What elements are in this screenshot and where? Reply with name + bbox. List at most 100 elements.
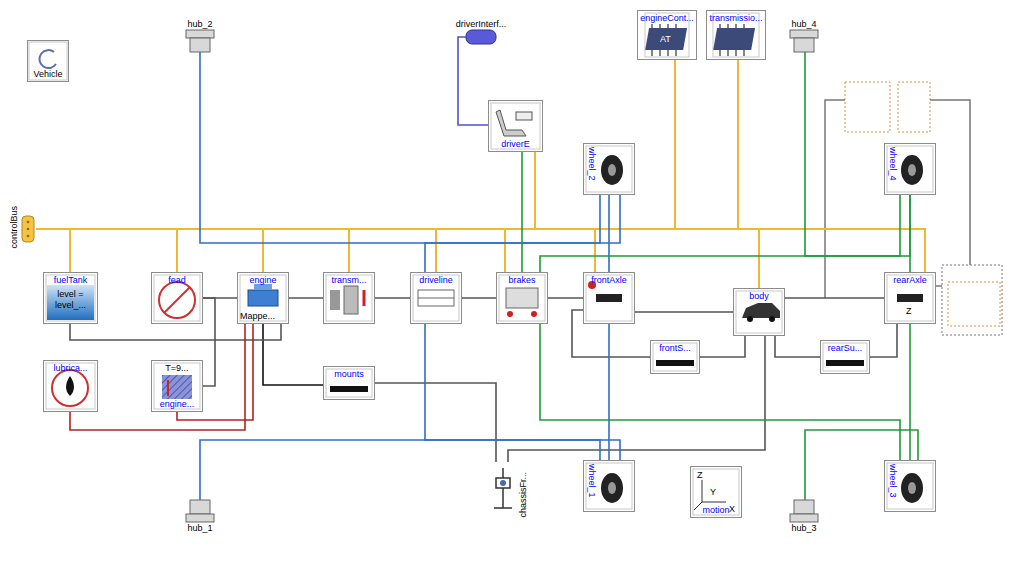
- block-label: frontAxle: [584, 275, 634, 285]
- tank-block: fuelTank level =level_...: [43, 272, 98, 324]
- thermal-block: T=9... engine...: [151, 360, 203, 412]
- connector: [36, 229, 595, 272]
- block-label: wheel_3: [888, 464, 898, 498]
- block-label: level =: [44, 289, 97, 299]
- connector: [540, 195, 900, 272]
- connector: [36, 229, 505, 272]
- block-label: hub_2: [146, 19, 254, 29]
- block-label: driverE: [489, 139, 542, 149]
- frame-port: chassisFr...: [490, 462, 516, 518]
- axis-letter: Z: [906, 306, 912, 316]
- block-label: hub_4: [750, 19, 858, 29]
- flange-port: hub_2: [186, 30, 214, 52]
- body-block: body: [733, 288, 785, 336]
- connector: [805, 52, 910, 256]
- block-label: fuelTank: [44, 275, 97, 285]
- axle-block: rearAxle: [884, 272, 936, 324]
- connector: [36, 229, 349, 272]
- block-label: engine...: [152, 399, 202, 409]
- engine-block: engineMappe...: [237, 272, 289, 324]
- connector: [200, 440, 620, 500]
- connector: [36, 152, 535, 229]
- block-label: controlBus: [9, 206, 19, 249]
- block-label: mounts: [324, 369, 374, 379]
- connector: [263, 324, 323, 385]
- connector: [36, 60, 738, 229]
- connector: [36, 229, 925, 272]
- tag-text: AT: [660, 34, 671, 44]
- bus-connector: controlBus: [20, 214, 36, 244]
- connector: [36, 229, 177, 272]
- connector: [910, 195, 911, 272]
- block-label: driveline: [411, 275, 461, 285]
- connector: [785, 298, 884, 299]
- block-label: level_...: [44, 300, 97, 310]
- connector: [70, 324, 245, 430]
- block-label: transm...: [324, 275, 374, 285]
- block-label: transmissio...: [707, 13, 765, 23]
- flange-port: hub_3: [790, 500, 818, 522]
- connector: [870, 324, 897, 357]
- connector: [200, 52, 620, 243]
- accessory-block: fead: [151, 272, 203, 324]
- connector: [609, 195, 610, 272]
- wheel-block: wheel_4: [884, 143, 936, 195]
- axis-letter: Z: [697, 470, 703, 480]
- block-label: hub_1: [146, 523, 254, 533]
- connector: [635, 312, 733, 313]
- bus-connector: driverInterf...: [466, 30, 496, 44]
- connector: [375, 298, 410, 299]
- suspension-block: frontS...: [650, 340, 700, 374]
- axle-block: frontAxle: [583, 272, 635, 324]
- wheel-block: wheel_3: [884, 460, 936, 512]
- driveline-block: driveline: [410, 272, 462, 324]
- block-label: rearSu...: [821, 343, 869, 353]
- block-label: body: [734, 291, 784, 301]
- block-label: rearAxle: [885, 275, 935, 285]
- block-label: Vehicle: [28, 69, 68, 79]
- block-label: engine: [238, 275, 288, 285]
- wheel-block: wheel_2: [583, 143, 635, 195]
- flange-port: hub_4: [790, 30, 818, 52]
- connector: [36, 229, 263, 272]
- connector: [522, 152, 523, 272]
- block-label: brakes: [497, 275, 547, 285]
- axis-letter: Y: [710, 487, 716, 497]
- connector: [70, 324, 281, 340]
- block-label: driverInterf...: [426, 19, 536, 29]
- connector: [508, 336, 765, 462]
- connector: [775, 336, 820, 357]
- connector: [289, 298, 323, 299]
- block-label: wheel_1: [587, 464, 597, 498]
- block-label: engineCont...: [638, 13, 696, 23]
- connector: [805, 430, 918, 500]
- connector: [36, 60, 675, 229]
- driver-block: driverE: [488, 100, 543, 152]
- block-label: Mappe...: [240, 311, 275, 321]
- connector: [36, 229, 70, 272]
- suspension-block: rearSu...: [820, 340, 870, 374]
- axis-letter: X: [729, 504, 735, 514]
- flange-port: hub_1: [186, 500, 214, 522]
- connector: [540, 324, 900, 460]
- block-label: lubrica...: [44, 363, 97, 373]
- connector: [203, 298, 215, 386]
- block-label: T=9...: [152, 363, 202, 373]
- vehicle-icon: Vehicle: [27, 40, 69, 82]
- brakes-block: brakes: [496, 272, 548, 324]
- block-label: frontS...: [651, 343, 699, 353]
- wheel-block: wheel_1: [583, 460, 635, 512]
- connector: [700, 336, 745, 357]
- connector: [462, 298, 496, 299]
- block-label: fead: [152, 275, 202, 285]
- lubrication-block: lubrica...: [43, 360, 98, 412]
- controller-block: transmissio...: [706, 10, 766, 60]
- connector: [36, 229, 759, 288]
- connector: [548, 298, 583, 299]
- block-label: wheel_2: [587, 147, 597, 181]
- block-label: hub_3: [750, 523, 858, 533]
- connector: [425, 324, 600, 460]
- connector: [910, 324, 911, 460]
- connector: [375, 383, 496, 462]
